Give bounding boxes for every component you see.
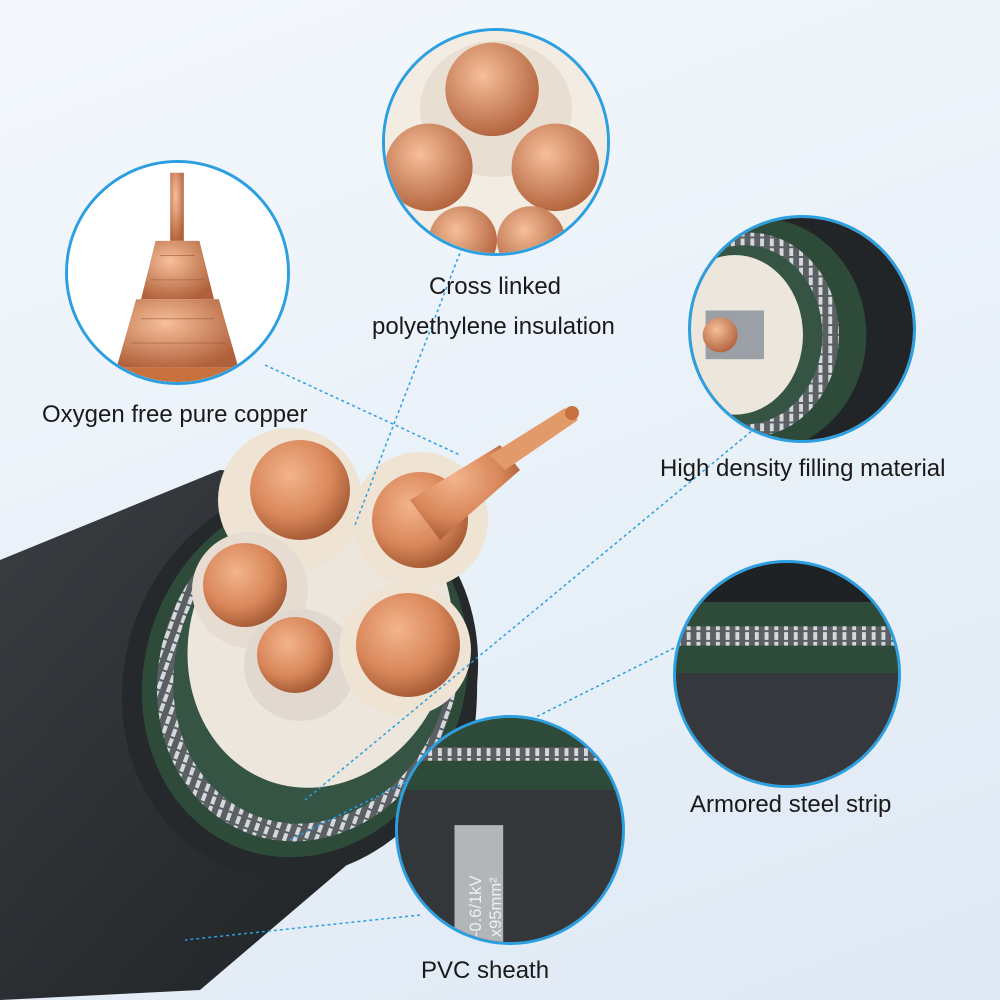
cable-print-line1: -0.6/1kV [466,876,485,938]
label-conductor: Oxygen free pure copper [42,401,308,428]
insulation-detail-lens [382,28,610,256]
protruding-conductor [410,406,579,540]
label-filling: High density filling material [660,455,946,482]
copper-conductors [203,440,468,697]
copper-detail-lens [65,160,290,385]
label-insulation-line1: Cross linked [428,273,562,300]
label-insulation-line2: polyethylene insulation [372,313,615,340]
filling-detail-lens [688,215,916,443]
label-armor: Armored steel strip [690,791,892,818]
cable-print-line2: x95mm² [486,877,505,937]
label-sheath: PVC sheath [421,957,550,984]
armor-detail-lens [673,560,901,788]
sheath-detail-lens: -0.6/1kV x95mm² [395,715,625,945]
